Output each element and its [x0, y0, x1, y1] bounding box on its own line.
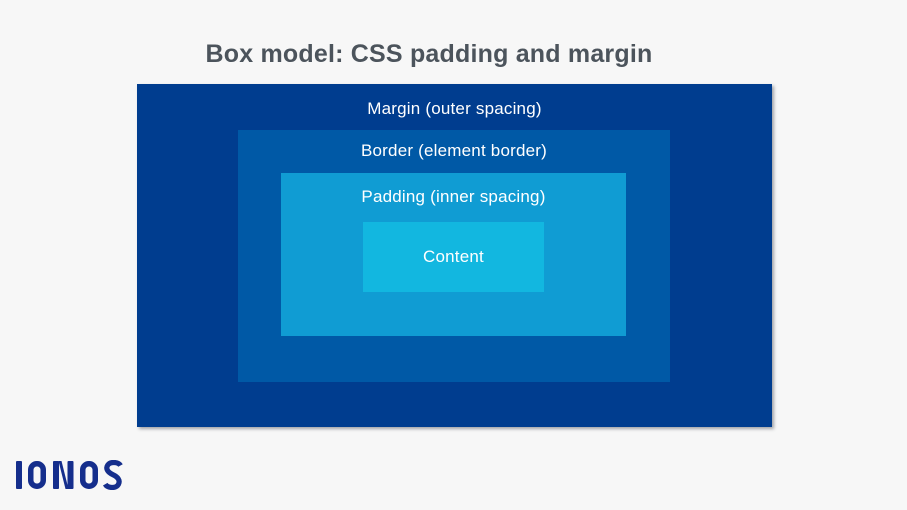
- logo-letter-i: [16, 461, 22, 489]
- border-box: Border (element border) Padding (inner s…: [238, 130, 670, 382]
- logo-letter-n-diagonal: [58, 461, 69, 489]
- content-box: Content: [363, 222, 544, 292]
- content-label: Content: [423, 247, 484, 266]
- logo-letter-o2: [80, 461, 98, 489]
- logo-letter-o1: [28, 461, 46, 489]
- padding-box: Padding (inner spacing) Content: [281, 173, 626, 336]
- margin-box: Margin (outer spacing) Border (element b…: [137, 84, 772, 427]
- margin-label: Margin (outer spacing): [367, 99, 542, 118]
- padding-label: Padding (inner spacing): [361, 187, 546, 206]
- footer-brand: IONOS: [14, 459, 134, 492]
- border-label: Border (element border): [360, 141, 547, 160]
- logo-letter-s: [102, 459, 123, 491]
- page-title: Box model: CSS padding and margin: [205, 40, 653, 68]
- logo-letter-n-right: [67, 461, 74, 489]
- logo-letter-n-left: [53, 461, 59, 489]
- ionos-logo-icon: [16, 459, 123, 491]
